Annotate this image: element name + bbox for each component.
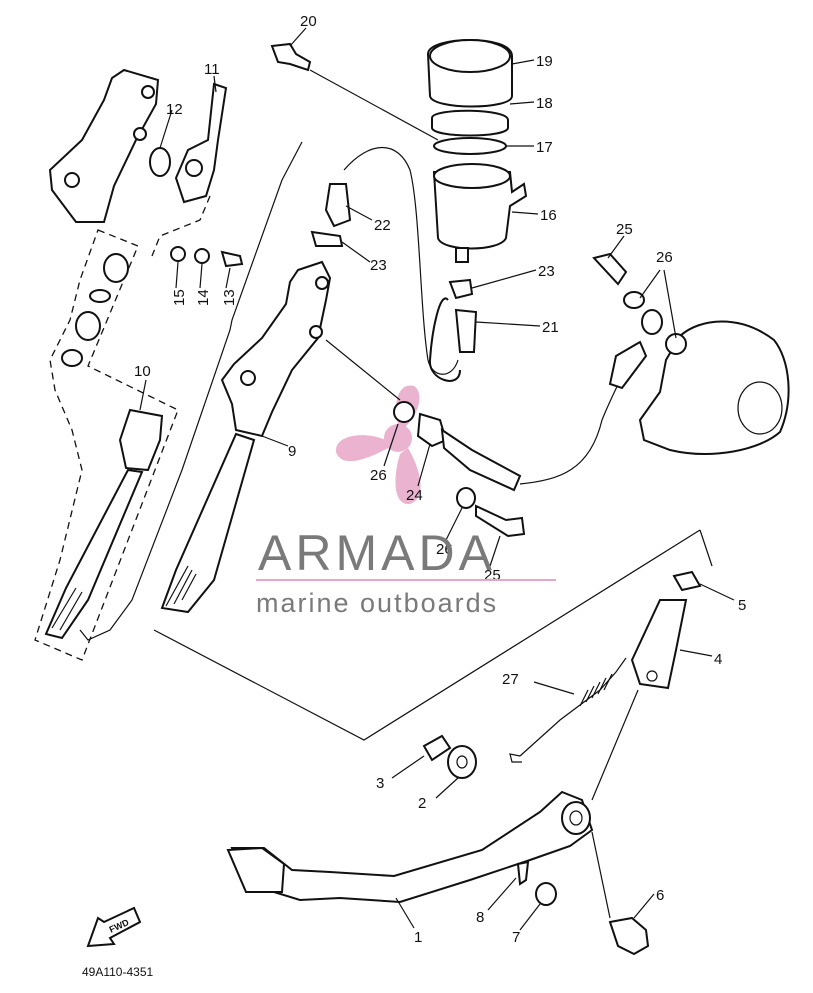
part-1-brake-pedal xyxy=(226,790,594,904)
reservoir-assembly xyxy=(426,39,528,263)
part-8-cotter-pin xyxy=(516,860,530,886)
callout-26a: 26 xyxy=(656,249,673,266)
upper-left-bracket xyxy=(48,68,160,223)
callout-12: 12 xyxy=(166,101,183,118)
callout-2: 2 xyxy=(418,795,426,812)
part-9-master-cylinder xyxy=(160,260,332,614)
callout-19: 19 xyxy=(536,53,553,70)
part-12-o-ring xyxy=(149,147,171,177)
callout-leaders xyxy=(139,27,735,931)
callout-5: 5 xyxy=(738,597,746,614)
leader-6-line xyxy=(591,831,611,919)
callout-13: 13 xyxy=(221,289,238,306)
part-2-washer xyxy=(447,745,477,779)
part-22-hose xyxy=(428,297,461,382)
leader-4-line xyxy=(591,689,639,801)
leader-26-group-b xyxy=(663,269,677,339)
callout-21: 21 xyxy=(542,319,559,336)
leader-20 xyxy=(309,69,439,141)
callout-6: 6 xyxy=(656,887,664,904)
part-10-push-rod xyxy=(44,408,164,640)
leader-9-link xyxy=(325,339,401,401)
callout-10: 10 xyxy=(134,363,151,380)
callout-22: 22 xyxy=(374,217,391,234)
callout-11: 11 xyxy=(204,61,220,78)
callout-labels: 1 2 3 4 5 6 7 8 9 10 11 12 13 14 15 16 1… xyxy=(134,13,746,946)
kit-dashed-outline-2 xyxy=(151,195,211,257)
callout-14: 14 xyxy=(195,289,212,306)
callout-24: 24 xyxy=(406,487,423,504)
callout-1: 1 xyxy=(414,929,422,946)
callout-15: 15 xyxy=(171,289,188,306)
part-24-union-bolt xyxy=(416,412,448,448)
part-25-bolt-lower xyxy=(475,504,526,538)
callout-9: 9 xyxy=(288,443,296,460)
drawing-code: 49A110-4351 xyxy=(82,965,154,979)
part-7-washer xyxy=(535,882,557,906)
kit-small-parts xyxy=(61,253,129,367)
watermark-brand: ARMADA marine outboards xyxy=(256,525,556,618)
part-24-hose-end xyxy=(440,427,522,492)
callout-3: 3 xyxy=(376,775,384,792)
part-23-clip-b xyxy=(448,278,474,300)
part-27-spring xyxy=(509,657,627,763)
fwd-arrow-icon: FWD xyxy=(86,906,142,948)
part-26-washer-a xyxy=(393,401,415,423)
part-22-boot xyxy=(324,183,352,228)
callout-16: 16 xyxy=(540,207,557,224)
callout-27: 27 xyxy=(502,671,519,688)
callout-7: 7 xyxy=(512,929,520,946)
callout-25a: 25 xyxy=(616,221,633,238)
callout-17: 17 xyxy=(536,139,553,156)
callout-23a: 23 xyxy=(370,257,387,274)
callout-8: 8 xyxy=(476,909,484,926)
parts-13-15-bolts xyxy=(170,246,244,268)
part-26-washer-b xyxy=(456,487,476,509)
watermark-tagline: marine outboards xyxy=(256,588,498,618)
callout-18: 18 xyxy=(536,95,553,112)
part-5-nut xyxy=(672,570,702,592)
part-20-bolt xyxy=(270,42,312,72)
callout-26c: 26 xyxy=(436,541,453,558)
caliper-body xyxy=(592,252,790,455)
pedal-assembly-outline xyxy=(153,529,701,741)
part-11-hose-fitting xyxy=(174,82,228,204)
callout-20: 20 xyxy=(300,13,317,30)
callout-23b: 23 xyxy=(538,263,555,280)
part-4-clevis xyxy=(630,599,688,690)
part-3-clip xyxy=(422,734,452,762)
part-23-clip-a xyxy=(310,230,344,247)
callout-26b: 26 xyxy=(370,467,387,484)
pedal-assembly-outline-b xyxy=(699,529,713,567)
reservoir-hose xyxy=(343,147,459,375)
callout-4: 4 xyxy=(714,651,722,668)
leader-26-group xyxy=(639,269,661,299)
part-6-clevis-pin xyxy=(608,916,650,956)
kit-dashed-outline xyxy=(34,229,179,661)
frame-outline xyxy=(79,141,303,641)
part-21-hose-joint xyxy=(454,308,478,353)
watermark-brand-name: ARMADA xyxy=(258,525,496,581)
